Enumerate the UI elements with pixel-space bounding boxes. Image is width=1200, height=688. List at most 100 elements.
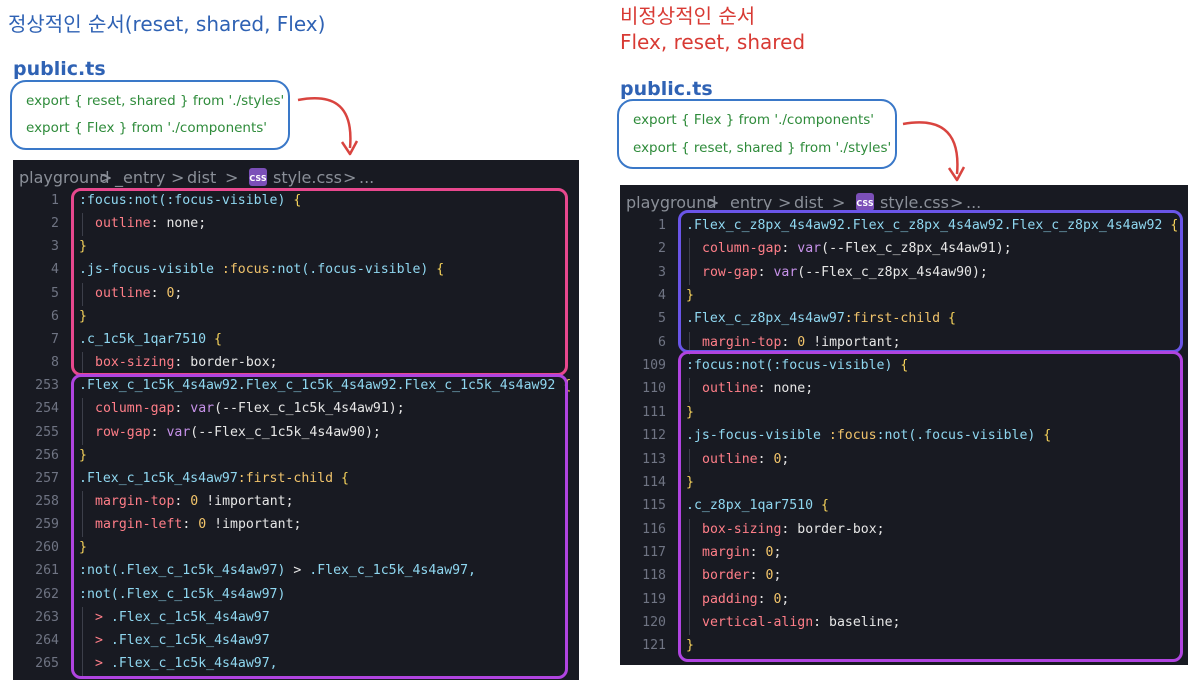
code-token: 0 [190,493,199,509]
code-text: } [79,309,87,324]
breadcrumb-item[interactable]: ... [966,193,982,212]
code-line: 7.c_1c5k_1qar7510 { [13,329,579,352]
code-token: var [797,241,822,257]
code-token: var [190,401,215,417]
code-token: .c_1c5k_1qar7510 [79,331,214,347]
right-highlight-bottom [678,351,1183,662]
code-token: } [686,474,694,490]
line-number: 264 [35,632,59,648]
right-highlight-top [678,210,1183,353]
right-export-bubble: export { Flex } from './components' expo… [617,99,897,169]
code-token: : none; [757,381,814,397]
code-token: } [79,540,87,556]
indent-guide [82,282,83,306]
code-token: : border-box; [174,355,278,371]
code-text: :focus:not(:focus-visible) { [79,193,301,208]
code-line: 263> .Flex_c_1c5k_4s4aw97 [13,606,579,630]
breadcrumb-separator: > [225,168,239,187]
breadcrumb-item[interactable]: playground [626,193,717,212]
code-token: var [773,264,798,280]
code-token: { [900,358,909,374]
line-number: 262 [35,586,59,602]
code-line: 4} [620,285,1188,308]
line-number: 118 [642,568,666,584]
line-number: 255 [35,424,59,440]
code-token: .Flex_c_1c5k_4s4aw97 [79,470,238,486]
code-token: : [781,334,798,350]
code-token: :first-child [237,470,342,486]
indent-guide [689,378,690,402]
left-export-line-1: export { reset, shared } from './styles' [26,93,285,109]
breadcrumb-separator: > [832,193,846,212]
breadcrumb-separator: > [343,168,357,187]
line-number: 261 [35,563,59,579]
code-text: outline: none; [702,381,813,396]
code-text: .Flex_c_1c5k_4s4aw97:first-child { [79,471,349,486]
code-token: :focus:not(:focus-visible) [79,193,294,208]
code-token: { [820,498,829,514]
line-number: 115 [642,498,666,514]
breadcrumb-item[interactable]: _entry [115,168,166,187]
code-text: } [686,475,694,490]
code-token: :focus [221,262,270,278]
code-token: column-gap [702,241,782,257]
breadcrumb-item[interactable]: style.css [273,168,342,187]
code-token: outline [702,381,758,397]
code-token: : baseline; [813,614,901,630]
right-file-label: public.ts [620,78,713,100]
code-token: .Flex_c_1c5k_4s4aw97, [110,656,278,671]
breadcrumb-item[interactable]: dist [794,193,824,212]
indent-guide [82,490,83,515]
breadcrumb-item[interactable]: style.css [880,193,949,212]
code-text: margin-left: 0 !important; [95,517,301,532]
breadcrumb-separator: > [171,168,185,187]
line-number: 114 [642,474,666,490]
code-line: 114} [620,472,1188,495]
code-token: :focus:not(:focus-visible) [686,358,901,374]
code-line: 121} [620,635,1188,658]
right-export-line-2: export { reset, shared } from './styles' [633,140,892,156]
line-number: 2 [658,241,666,257]
code-line: 264 > .Flex_c_1c5k_4s4aw97 [13,629,579,654]
breadcrumb-item[interactable]: ... [359,168,375,187]
code-text: > .Flex_c_1c5k_4s4aw97 [95,633,270,648]
indent-guide [82,213,83,237]
code-token: } [79,239,87,255]
code-text: :not(.Flex_c_1c5k_4s4aw97) > .Flex_c_1c5… [79,563,476,578]
code-line: 262 :not(.Flex_c_1c5k_4s4aw97) [13,584,579,607]
code-token: outline [95,216,151,232]
code-token: { [213,331,222,347]
line-number: 109 [642,358,666,374]
line-number: 254 [35,401,59,417]
code-text: > .Flex_c_1c5k_4s4aw97 [95,610,270,625]
line-number: 257 [35,470,59,486]
code-token: .Flex_c_1c5k_4s4aw97 [110,609,270,625]
code-token: : [749,544,766,560]
breadcrumb-item[interactable]: dist [187,168,217,187]
code-text: border: 0; [702,568,781,583]
code-token: { [293,193,302,208]
code-token: box-sizing [95,355,175,371]
code-token: : [757,264,774,280]
code-token: :first-child [844,311,949,327]
code-token: : [749,568,766,584]
code-token: : [781,241,798,257]
breadcrumb-item[interactable]: playground [19,168,110,187]
code-token: :not(.Flex_c_1c5k_4s4aw97) [79,586,286,602]
code-text: margin: 0; [702,545,781,560]
code-text: .Flex_c_z8px_4s4aw92.Flex_c_z8px_4s4aw92… [686,218,1178,233]
code-token: ; [781,591,790,607]
code-text: > .Flex_c_1c5k_4s4aw97, [95,656,278,671]
indent-guide [82,398,83,422]
breadcrumb-item[interactable]: _entry [722,193,773,212]
indent-guide [82,514,83,538]
line-number: 265 [35,656,59,671]
code-line: 1.Flex_c_z8px_4s4aw92.Flex_c_z8px_4s4aw9… [620,215,1188,238]
line-number: 113 [642,451,666,467]
